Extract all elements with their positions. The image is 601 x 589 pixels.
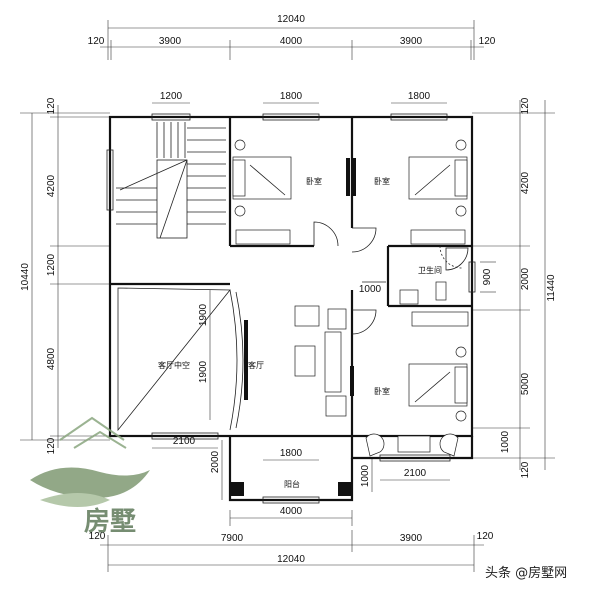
brand-logo: 房墅 (30, 416, 150, 537)
living-sofa-set (244, 158, 356, 417)
dim-left-seg2: 1200 (46, 253, 57, 276)
dim-left-seg3: 4800 (46, 347, 57, 370)
living-void (117, 287, 244, 432)
dim-left-top-margin: 120 (46, 97, 57, 114)
dim-left-total: 10440 (20, 263, 31, 291)
dim-window-bed2: 1800 (408, 91, 431, 102)
dim-top-right-margin: 120 (479, 36, 496, 47)
dim-left-seg1: 4200 (46, 174, 57, 197)
dim-top-total: 12040 (277, 14, 305, 25)
dim-top-left-margin: 120 (88, 36, 105, 47)
dim-bottom-left-margin: 120 (89, 531, 106, 542)
label-bedroom-1: 卧室 (306, 176, 322, 186)
dim-bath-window: 900 (482, 268, 493, 285)
windows (106, 113, 476, 504)
bathroom-fixtures (399, 247, 469, 305)
top-dimensions: 12040 120 120 3900 4000 3900 (88, 14, 496, 60)
dim-inner-1900-a: 1900 (198, 303, 209, 326)
dim-bottom-total: 12040 (277, 554, 305, 565)
dim-window-bed3: 2100 (404, 468, 427, 479)
dim-inner-1900-b: 1900 (198, 360, 209, 383)
dim-right-total: 11440 (546, 274, 557, 302)
dim-right-seg2: 2000 (520, 267, 531, 290)
right-dimensions: 11440 120 4200 2000 5000 1000 120 900 (472, 97, 557, 478)
dim-right-seg3: 5000 (520, 372, 531, 395)
dim-right-seg1: 4200 (520, 171, 531, 194)
dim-top-seg1: 3900 (159, 36, 182, 47)
dim-balcony-width: 4000 (280, 506, 303, 517)
dim-top-seg3: 3900 (400, 36, 423, 47)
label-living: 客厅 (248, 360, 264, 370)
bedroom3-chairs (365, 433, 459, 457)
dim-bottom-seg1: 7900 (221, 533, 244, 544)
staircase (116, 122, 226, 239)
label-bedroom-3: 卧室 (374, 386, 390, 396)
walls (108, 115, 474, 502)
dim-window-living: 2100 (173, 436, 196, 447)
dim-balcony-depth: 2000 (210, 450, 221, 473)
dim-bottom-right-margin: 120 (477, 531, 494, 542)
left-dimensions: 10440 120 4200 1200 4800 120 (20, 97, 110, 454)
dim-right-bottom-margin: 120 (520, 461, 531, 478)
dim-left-bottom-margin: 120 (46, 437, 57, 454)
bed-1 (232, 139, 292, 245)
window-dimensions: 1200 1800 1800 (152, 91, 447, 104)
bed-2 (408, 139, 468, 245)
label-living-void: 客厅中空 (158, 360, 190, 370)
dim-door-1000: 1000 (359, 284, 382, 295)
dim-bottom-seg2: 3900 (400, 533, 423, 544)
doors: 1000 (313, 221, 463, 335)
dim-window-bed1: 1800 (280, 91, 303, 102)
dim-bottom-1000: 1000 (360, 464, 371, 487)
inner-dimensions: 1900 1900 (198, 290, 211, 420)
dim-window-balcony: 1800 (280, 448, 303, 459)
label-balcony: 阳台 (284, 479, 300, 489)
dim-window-stair: 1200 (160, 91, 183, 102)
credit-text: 头条 @房墅网 (485, 565, 567, 581)
label-bedroom-2: 卧室 (374, 176, 390, 186)
bed-3 (408, 311, 469, 422)
dim-right-top-margin: 120 (520, 97, 531, 114)
label-bathroom: 卫生间 (418, 265, 442, 275)
bottom-dimensions: 120 120 7900 3900 12040 4000 2100 1800 2… (89, 436, 494, 572)
logo-text: 房墅 (84, 507, 136, 537)
dim-right-seg4: 1000 (500, 430, 511, 453)
dim-top-seg2: 4000 (280, 36, 303, 47)
room-labels: 卧室 卧室 卫生间 客厅中空 客厅 卧室 阳台 (158, 176, 442, 489)
